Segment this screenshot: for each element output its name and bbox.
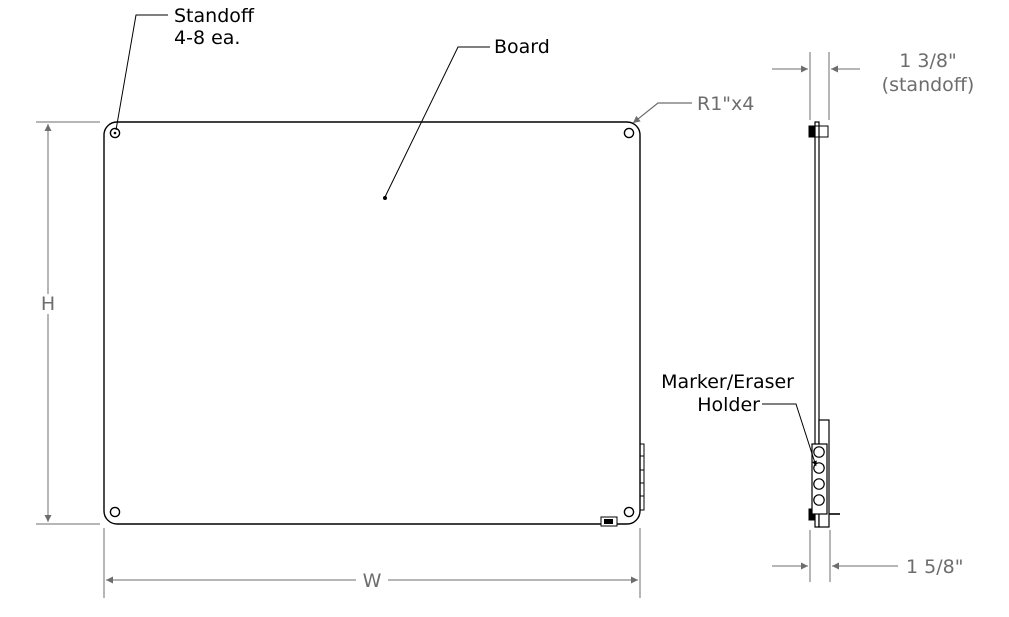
standoff-depth-label: 1 3/8" [899,50,956,72]
holder-depth-label: 1 5/8" [906,556,963,578]
board-leader-line [384,46,490,198]
holder-leader-line [762,403,817,467]
standoff-hole-center [113,131,117,135]
holder-depth-dimension [772,530,898,582]
standoff-leader-line [115,14,168,131]
standoff-depth-note: (standoff) [882,74,975,96]
board-label: Board [494,36,550,58]
board-leader-dot [383,196,387,200]
standoff-quantity-label: 4-8 ea. [174,27,240,49]
top-standoff-profile [808,125,829,138]
front-view: Standoff 4-8 ea. Board R1"x4 H W [36,5,754,598]
width-label: W [363,570,382,592]
radius-label: R1"x4 [697,93,754,115]
standoff-label: Standoff [174,5,255,27]
holder-label-line1: Marker/Eraser [661,371,794,393]
board-outline [103,121,641,525]
width-dimension [103,528,641,598]
height-dimension [36,121,100,525]
radius-leader-line [632,102,692,124]
marker-holder-front-edge [639,443,645,511]
latch-detail [600,516,618,527]
holder-label-line2: Holder [697,394,760,416]
side-view: Marker/Eraser Holder 1 3/8" (standoff) 1… [661,50,974,582]
standoff-hole-top-left [109,127,121,139]
standoff-hole-bottom-left [109,506,121,518]
board-edge-profile [814,121,820,528]
standoff-hole-bottom-right [623,506,635,518]
standoff-hole-top-right [623,127,635,139]
height-label: H [41,293,55,315]
standoff-depth-dimension [772,52,860,120]
